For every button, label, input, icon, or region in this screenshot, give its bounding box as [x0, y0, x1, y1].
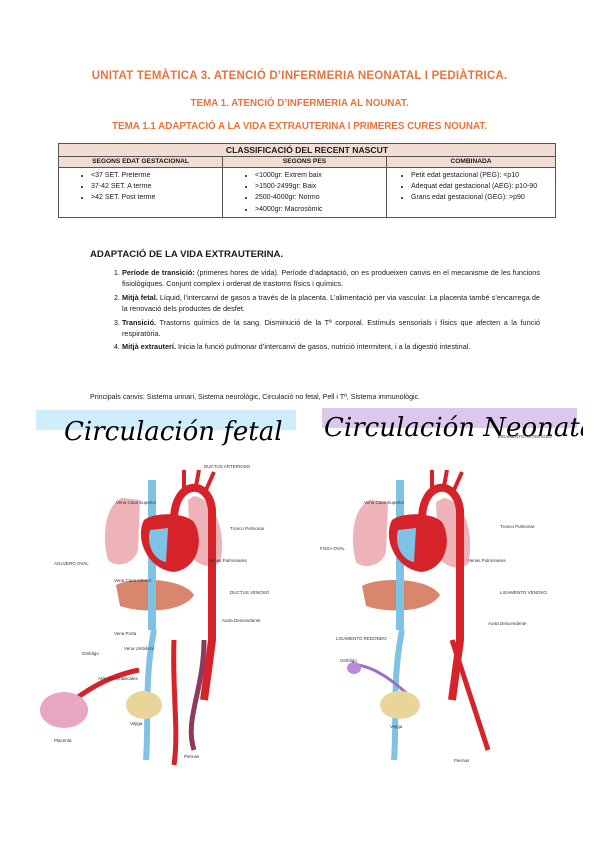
column-header: SEGONS PES [222, 156, 387, 168]
list-item: Mitjà fetal. Líquid, l’intercanvi de gas… [122, 293, 540, 315]
figure-title: Circulación fetal [64, 417, 283, 447]
label: Ombligo [340, 658, 357, 663]
list-item: Adequat edat gestacional (AEG): p10-90 [411, 181, 555, 192]
umbilical-cord [72, 667, 140, 703]
label: Tronco Pulmonar [230, 526, 265, 531]
weight-cell: <1000gr: Extrem baix >1500-2499gr: Baix … [222, 167, 387, 218]
unit-heading: UNITAT TEMÀTICA 3. ATENCIÓ D’INFERMERIA … [91, 70, 508, 82]
list-item: >4000gr: Macrosòmic [255, 204, 386, 215]
label: Vena Cava Superior [116, 500, 157, 505]
placenta [40, 692, 88, 728]
title-highlight [36, 410, 296, 430]
item-label: Període de transició: [122, 268, 195, 277]
label: Piernas [454, 758, 470, 763]
adaptation-title: ADAPTACIÓ DE LA VIDA EXTRAUTERINA. [90, 249, 284, 260]
combined-cell: Petit edat gestacional (PEG): <p10 Adequ… [386, 167, 556, 218]
list-item: Transició. Trastorns químics de la sang.… [122, 318, 540, 340]
label: LIGAMENTO REDONDO [336, 636, 387, 641]
label: Venas Pulmonares [468, 558, 507, 563]
arch-branches [182, 469, 216, 491]
column-header: COMBINADA [386, 156, 556, 168]
heart-right [148, 528, 168, 562]
iliac-mixed [188, 639, 207, 751]
label: Ombligo [82, 651, 99, 656]
list-item: 37-42 SET. A terme [91, 181, 222, 192]
label: Aorta Descendente [222, 618, 261, 623]
left-lung [352, 500, 388, 567]
label: Vejiga [390, 724, 403, 729]
list-item: <37 SET. Preterme [91, 170, 222, 181]
list-item: Període de transició: (primeres hores de… [122, 268, 540, 290]
list-item: >42 SET. Post terme [91, 192, 222, 203]
item-text: Líquid, l’intercanvi de gasos a través d… [122, 292, 540, 313]
heart-right [396, 528, 416, 562]
heart [388, 514, 447, 572]
item-label: Mitjà fetal. [122, 292, 158, 302]
list-item: >1500-2499gr: Baix [255, 181, 386, 192]
figure-title: Circulación Neonatal [324, 413, 583, 443]
aorta [170, 483, 216, 701]
label: Vena Umbilical [124, 646, 154, 651]
label: Placenta [54, 738, 72, 743]
label: Arterias Umbilicales [98, 676, 139, 681]
bladder [126, 691, 162, 719]
title-highlight [322, 408, 577, 428]
item-text: Inicia la funció pulmonar d’intercanvi d… [175, 342, 471, 352]
label: Venas Pulmonares [209, 558, 248, 563]
list-item: Mitjà extrauterí. Inicia la funció pulmo… [122, 342, 540, 353]
label: Piernas [184, 754, 200, 759]
classification-table: CLASSIFICACIÓ DEL RECENT NASCUT SEGONS E… [58, 143, 556, 218]
umbilicus [347, 662, 361, 674]
label: DUCTUS VENOSO [230, 590, 270, 595]
fetal-diagram: Circulación fetal DUCTUS ARTERIOSO Vena … [36, 410, 296, 766]
column-header: SEGONS EDAT GESTACIONAL [58, 156, 223, 168]
label: Vena Cava Inferior [114, 578, 152, 583]
label: Tronco Pulmonar [500, 524, 535, 529]
adaptation-list: Període de transició: (primeres hores de… [94, 268, 540, 356]
label: LIGAMENTO ARTERIOSO [498, 434, 552, 439]
label: AGUJERO OVAL [54, 561, 89, 566]
list-item: Petit edat gestacional (PEG): <p10 [411, 170, 555, 181]
list-item: 2500-4000gr: Normo [255, 192, 386, 203]
list-item: <1000gr: Extrem baix [255, 170, 386, 181]
left-lung [104, 498, 140, 565]
item-label: Transició. [122, 317, 157, 327]
label: LIGAMENTO VENOSO [500, 590, 547, 595]
label: DUCTUS ARTERIOSO [204, 464, 251, 469]
item-text: Trastorns químics de la sang. Disminució… [122, 317, 540, 338]
heart [140, 514, 199, 572]
bladder [380, 691, 420, 719]
subtopic-heading: TEMA 1.1 ADAPTACIÓ A LA VIDA EXTRAUTERIN… [112, 121, 487, 132]
arch-branches [430, 469, 464, 491]
fetal-circulation-figure: Circulación fetal DUCTUS ARTERIOSO Vena … [34, 400, 304, 780]
neonatal-circulation-figure: Circulación Neonatal LIGAMENTO ARTERIOSO… [318, 400, 599, 780]
leg-artery [449, 639, 491, 751]
label: Vejiga [130, 721, 143, 726]
table-title: CLASSIFICACIÓ DEL RECENT NASCUT [58, 143, 556, 157]
gestational-age-cell: <37 SET. Preterme 37-42 SET. A terme >42… [58, 167, 223, 218]
item-label: Mitjà extrauterí. [122, 342, 176, 352]
item-text: (primeres hores de vida). Període d’adap… [122, 268, 540, 288]
principal-changes: Principals canvis: Sistema urinari, Sist… [90, 393, 421, 401]
label: FOSA OVAL [320, 546, 345, 551]
label: Vena Cava Superior [364, 500, 405, 505]
label: Vena Porta [114, 631, 137, 636]
neonatal-diagram: Circulación Neonatal LIGAMENTO ARTERIOSO… [320, 408, 599, 763]
label: Aorta Descendente [488, 621, 527, 626]
list-item: Grans edat gestacional (GEG): >p90 [411, 192, 555, 203]
aorta [418, 483, 464, 701]
leg-artery [171, 639, 179, 766]
topic-heading: TEMA 1. ATENCIÓ D’INFERMERIA AL NOUNAT. [190, 98, 409, 109]
